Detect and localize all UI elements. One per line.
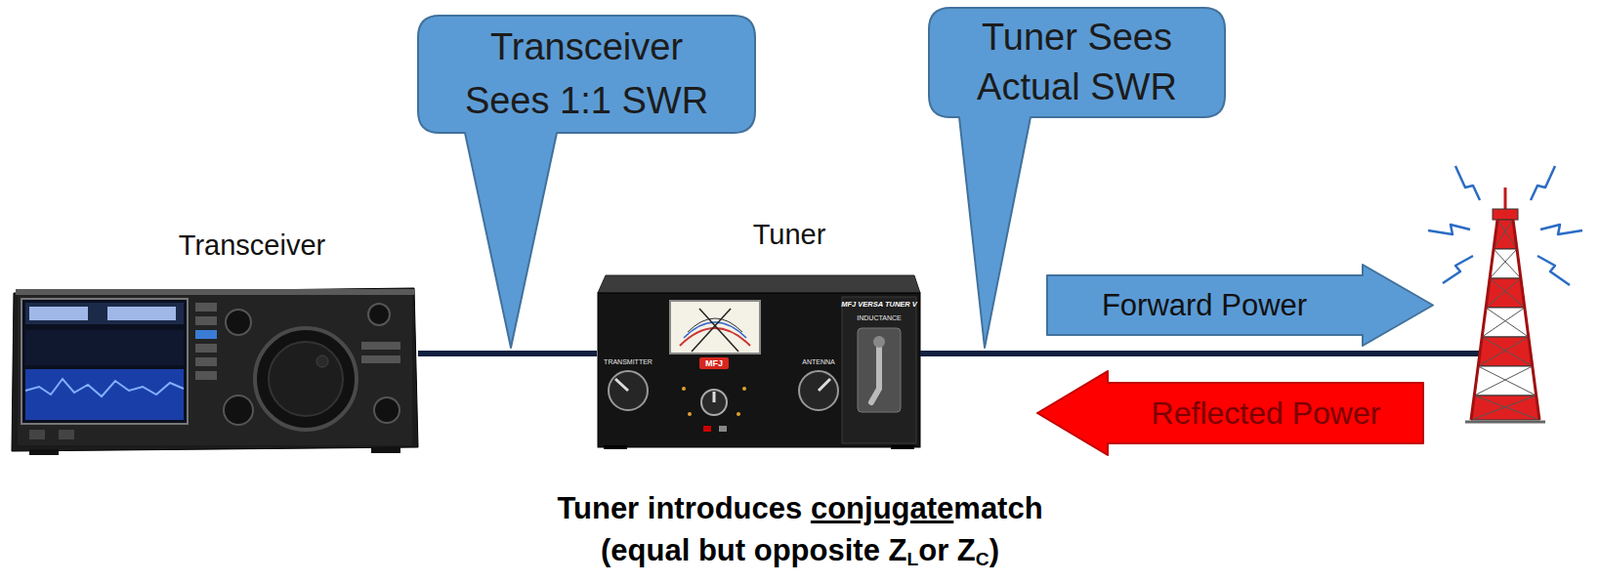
panel-label: MFJ bbox=[705, 359, 723, 369]
panel-label: INDUCTANCE bbox=[856, 314, 901, 322]
block-arrow: Reflected Power bbox=[1036, 370, 1425, 457]
text-line: Tuner Sees bbox=[981, 12, 1173, 63]
device-name: Tuner bbox=[753, 217, 827, 253]
coax-cable bbox=[920, 350, 1479, 357]
arrow-text: Reflected Power bbox=[1107, 394, 1425, 432]
panel-label: TRANSMITTER bbox=[603, 358, 653, 366]
subscript: L bbox=[906, 548, 919, 570]
emphasis: conjugate bbox=[810, 491, 954, 526]
shape-outline bbox=[418, 15, 756, 348]
callout-text: Tuner Sees Actual SWR bbox=[928, 12, 1225, 114]
text-line: Transceiver bbox=[178, 228, 326, 263]
device-name: Transceiver bbox=[178, 228, 326, 263]
text-line: (equal but opposite ZL or ZC) bbox=[600, 530, 1000, 573]
radiation-bolts bbox=[1428, 166, 1583, 286]
caption: Tuner introduces conjugate match (equal … bbox=[0, 488, 1600, 573]
antenna-tower bbox=[1465, 187, 1546, 422]
text-line: Sees 1:1 SWR bbox=[464, 74, 709, 128]
panel-label: MFJ VERSA TUNER V bbox=[841, 300, 918, 309]
block-arrow: Forward Power bbox=[1046, 263, 1434, 347]
panel-label: ANTENNA bbox=[801, 358, 835, 366]
text-line: Tuner introduces conjugate match bbox=[556, 488, 1043, 531]
shape-outline bbox=[1047, 264, 1433, 346]
text-line: Tuner bbox=[753, 217, 827, 253]
coax-cable bbox=[418, 350, 597, 357]
text-line: Reflected Power bbox=[1151, 394, 1382, 432]
callout-bubble: Tuner Sees Actual SWR bbox=[928, 7, 1225, 118]
subscript: C bbox=[975, 548, 990, 570]
callout-text: Transceiver Sees 1:1 SWR bbox=[418, 20, 756, 128]
transceiver-illustration bbox=[11, 288, 419, 456]
tuner-illustration bbox=[597, 275, 921, 450]
device-box: Transceiver bbox=[9, 283, 419, 455]
shape-outline bbox=[1037, 371, 1424, 456]
arrow-text: Forward Power bbox=[1046, 287, 1363, 324]
text-line: Transceiver bbox=[490, 20, 683, 75]
callout-bubble: Transceiver Sees 1:1 SWR bbox=[418, 15, 756, 133]
text-line: Forward Power bbox=[1101, 287, 1307, 324]
text-line: Actual SWR bbox=[976, 62, 1178, 113]
